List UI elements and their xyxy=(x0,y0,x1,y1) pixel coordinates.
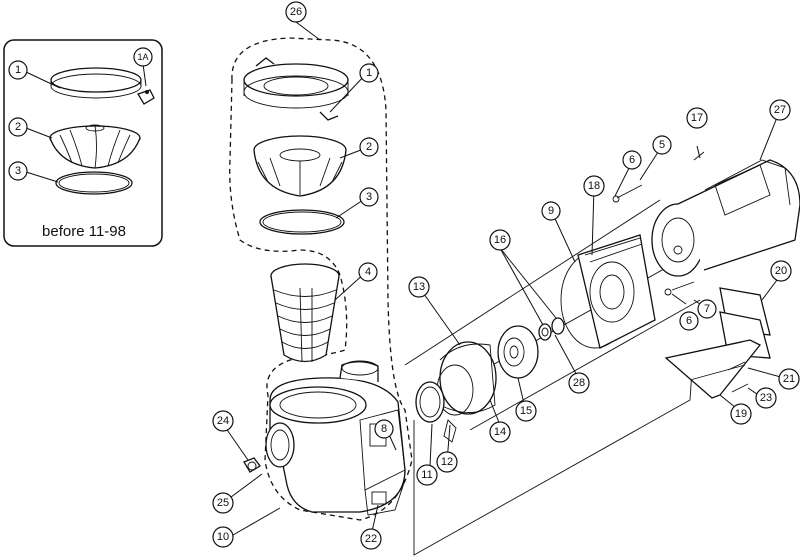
motor-base xyxy=(664,287,771,399)
svg-text:1A: 1A xyxy=(137,52,148,62)
svg-text:2: 2 xyxy=(15,121,21,133)
drain-plug xyxy=(243,457,261,473)
callout-28: 28 xyxy=(568,372,590,394)
callout-4: 4 xyxy=(358,262,378,282)
callout-10: 10 xyxy=(212,526,234,548)
svg-text:23: 23 xyxy=(760,392,772,404)
callout-15: 15 xyxy=(515,400,537,422)
svg-text:5: 5 xyxy=(659,139,665,151)
svg-text:20: 20 xyxy=(775,265,787,277)
callout-1: 1 xyxy=(359,63,379,83)
svg-text:6: 6 xyxy=(686,315,692,327)
callout-21: 21 xyxy=(778,368,800,390)
inset-caption: before 11-98 xyxy=(42,223,126,240)
inset-o-ring xyxy=(55,171,133,195)
callout-18: 18 xyxy=(583,175,605,197)
svg-text:14: 14 xyxy=(494,426,506,438)
inset-panel: before 11-98 xyxy=(3,39,163,247)
motor xyxy=(651,159,800,277)
callout-11: 11 xyxy=(416,464,438,486)
svg-text:3: 3 xyxy=(15,165,21,177)
svg-text:6: 6 xyxy=(629,154,635,166)
svg-text:25: 25 xyxy=(217,497,229,509)
callout-26: 26 xyxy=(285,1,307,23)
callout-17: 17 xyxy=(686,107,708,129)
svg-text:27: 27 xyxy=(774,104,786,116)
svg-text:8: 8 xyxy=(381,423,387,435)
callout-2: 2 xyxy=(359,137,379,157)
shaft-seal xyxy=(538,317,565,341)
svg-text:1: 1 xyxy=(15,64,21,76)
callout-24: 24 xyxy=(212,410,234,432)
callout-3: 3 xyxy=(359,187,379,207)
callout-12: 12 xyxy=(436,451,458,473)
svg-text:4: 4 xyxy=(365,266,371,278)
callout-16: 16 xyxy=(489,229,511,251)
svg-text:15: 15 xyxy=(520,405,532,417)
clamp-ring xyxy=(243,57,349,121)
svg-text:17: 17 xyxy=(691,112,703,124)
callout-13: 13 xyxy=(408,276,430,298)
callout-19: 19 xyxy=(730,403,752,425)
inset-lid xyxy=(49,124,141,169)
svg-text:24: 24 xyxy=(217,415,229,427)
svg-text:2: 2 xyxy=(366,141,372,153)
callout-27: 27 xyxy=(769,99,791,121)
callout-6-upper: 6 xyxy=(622,150,642,170)
bolts xyxy=(612,151,705,296)
callout-25: 25 xyxy=(212,492,234,514)
callout-3-inset: 3 xyxy=(8,161,28,181)
svg-text:10: 10 xyxy=(217,531,229,543)
callout-8: 8 xyxy=(374,419,394,439)
svg-text:11: 11 xyxy=(421,469,432,481)
callout-14: 14 xyxy=(489,421,511,443)
svg-text:18: 18 xyxy=(588,180,600,192)
svg-text:13: 13 xyxy=(413,281,425,293)
svg-text:1: 1 xyxy=(366,67,372,79)
callout-5: 5 xyxy=(652,135,672,155)
callout-2-inset: 2 xyxy=(8,117,28,137)
svg-text:28: 28 xyxy=(573,377,585,389)
svg-text:3: 3 xyxy=(366,191,372,203)
svg-text:22: 22 xyxy=(365,533,377,545)
callout-1a-inset: 1A xyxy=(133,47,153,67)
seal-plate xyxy=(577,234,656,349)
callout-9: 9 xyxy=(541,201,561,221)
callout-23: 23 xyxy=(755,387,777,409)
svg-text:26: 26 xyxy=(290,6,302,18)
svg-text:9: 9 xyxy=(548,205,554,217)
callout-20: 20 xyxy=(770,260,792,282)
callout-7: 7 xyxy=(697,299,717,319)
svg-text:19: 19 xyxy=(735,408,747,420)
pump-housing xyxy=(265,360,406,516)
callout-22: 22 xyxy=(360,528,382,550)
inset-clamp-ring xyxy=(50,67,155,105)
svg-text:7: 7 xyxy=(704,303,710,315)
svg-text:12: 12 xyxy=(441,456,453,468)
svg-text:16: 16 xyxy=(494,234,506,246)
lid-o-ring xyxy=(259,209,345,235)
strainer-basket xyxy=(270,263,340,363)
svg-text:21: 21 xyxy=(783,373,795,385)
pump-lid xyxy=(253,135,347,197)
callout-1-inset: 1 xyxy=(8,60,28,80)
seal-plate-diffuser xyxy=(415,341,497,443)
impeller xyxy=(497,325,539,379)
callout-6-lower: 6 xyxy=(679,311,699,331)
